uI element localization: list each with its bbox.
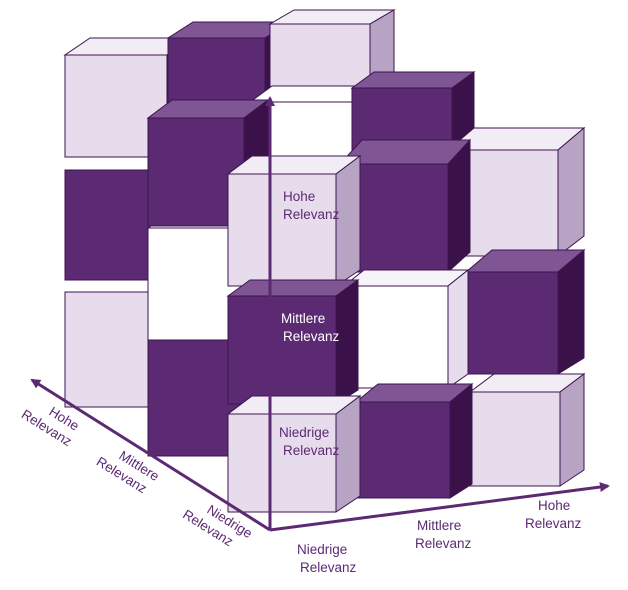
cube-back-middle-left [64, 169, 151, 281]
right-axis-arrow [269, 482, 610, 532]
vertical-axis-labels: Hohe Relevanz Mittlere Relevanz Niedrige… [279, 189, 340, 458]
vertical-label-top: Hohe Relevanz [283, 189, 340, 222]
cube-layer-front [226, 126, 586, 513]
cube-front-top-left [226, 155, 362, 287]
cube-front-bottom-middle [354, 382, 474, 499]
cube-front-middle-left [226, 279, 360, 405]
vertical-label-middle: Mittlere Relevanz [281, 311, 340, 344]
cube-front-middle-right [464, 248, 586, 375]
cube-front-bottom-left [226, 395, 362, 513]
left-axis-arrow [30, 378, 271, 532]
right-label-near: Niedrige Relevanz [297, 542, 357, 575]
cube-back-bottom-left [64, 291, 151, 408]
axis-lines [30, 96, 610, 532]
right-label-middle: Mittlere Relevanz [415, 518, 472, 551]
vertical-label-bottom: Niedrige Relevanz [279, 425, 340, 458]
cube-front-middle-middle [342, 268, 470, 389]
cube-front-bottom-right [468, 373, 586, 487]
right-axis-labels: Niedrige Relevanz Mittlere Relevanz Hohe… [297, 498, 582, 575]
right-label-far: Hohe Relevanz [525, 498, 582, 531]
